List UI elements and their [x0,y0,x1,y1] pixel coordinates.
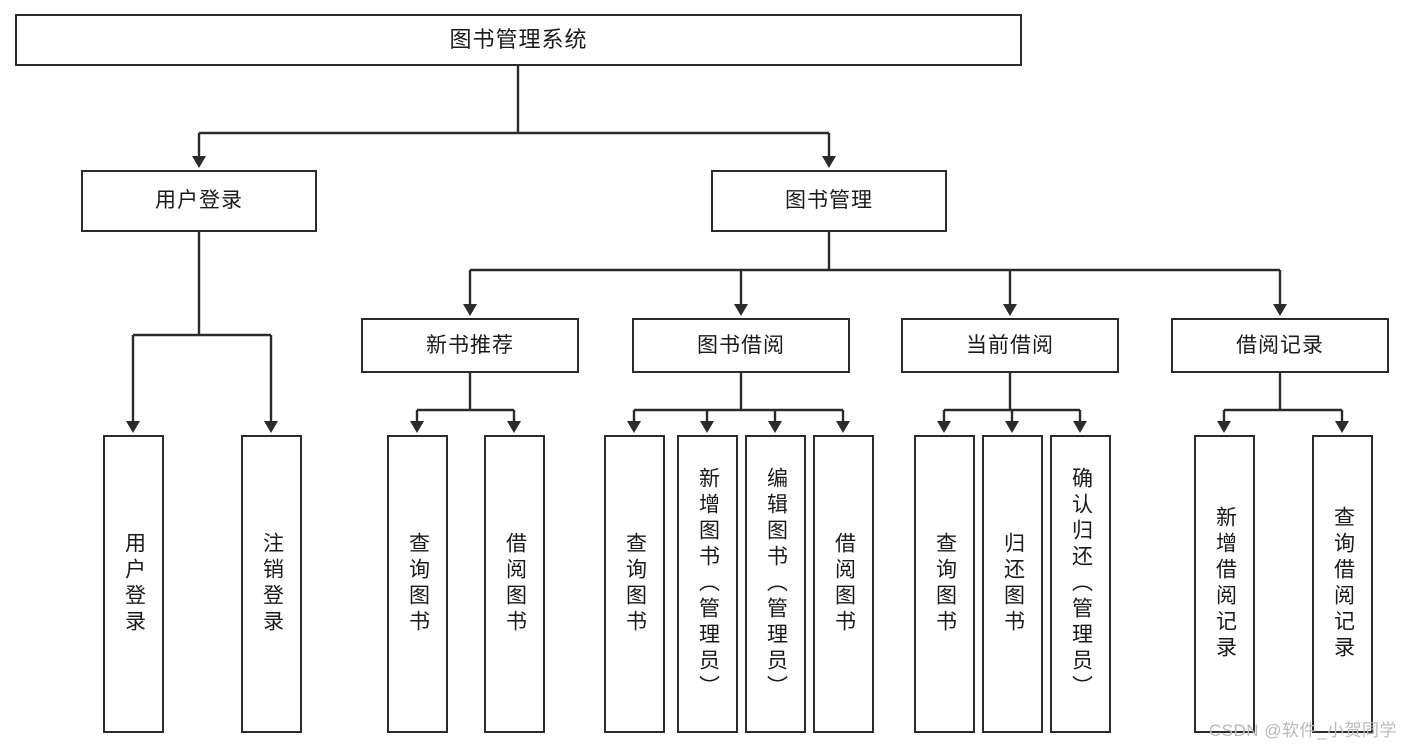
node-new-book-recommend[interactable]: 新书推荐 [361,318,579,373]
node-leaf-user-logout-label: 注销登录 [260,532,284,636]
node-leaf-confirm-return-label: 确认归还（管理员） [1069,467,1093,701]
node-leaf-query-book-3[interactable]: 查询图书 [914,435,975,733]
node-borrow-record-label: 借阅记录 [1236,333,1324,357]
node-book-borrow-label: 图书借阅 [697,333,785,357]
node-leaf-query-record[interactable]: 查询借阅记录 [1312,435,1373,733]
node-leaf-edit-book-label: 编辑图书（管理员） [764,467,788,701]
node-leaf-query-record-label: 查询借阅记录 [1331,506,1355,662]
node-leaf-return-book-label: 归还图书 [1001,532,1025,636]
node-root-label: 图书管理系统 [449,26,588,52]
node-book-manage[interactable]: 图书管理 [711,170,947,232]
node-leaf-add-record[interactable]: 新增借阅记录 [1194,435,1255,733]
node-leaf-borrow-book-2-label: 借阅图书 [832,532,856,636]
node-user-login[interactable]: 用户登录 [81,170,317,232]
node-leaf-confirm-return[interactable]: 确认归还（管理员） [1050,435,1111,733]
node-borrow-record[interactable]: 借阅记录 [1171,318,1389,373]
node-leaf-add-record-label: 新增借阅记录 [1213,506,1237,662]
node-leaf-user-login-label: 用户登录 [122,532,146,636]
node-leaf-query-book-1-label: 查询图书 [406,532,430,636]
node-leaf-query-book-1[interactable]: 查询图书 [387,435,448,733]
csdn-watermark: CSDN @软件_小贺同学 [1208,721,1397,740]
node-book-borrow[interactable]: 图书借阅 [632,318,850,373]
node-current-borrow-label: 当前借阅 [966,333,1054,357]
node-leaf-query-book-3-label: 查询图书 [933,532,957,636]
node-leaf-return-book[interactable]: 归还图书 [982,435,1043,733]
node-leaf-add-book-label: 新增图书（管理员） [696,467,720,701]
node-root[interactable]: 图书管理系统 [15,14,1022,66]
node-new-book-recommend-label: 新书推荐 [426,333,514,357]
node-leaf-borrow-book-1[interactable]: 借阅图书 [484,435,545,733]
node-leaf-user-logout[interactable]: 注销登录 [241,435,302,733]
node-leaf-query-book-2-label: 查询图书 [623,532,647,636]
node-user-login-label: 用户登录 [155,189,243,213]
node-book-manage-label: 图书管理 [785,189,873,213]
node-leaf-add-book[interactable]: 新增图书（管理员） [677,435,738,733]
node-leaf-borrow-book-2[interactable]: 借阅图书 [813,435,874,733]
node-leaf-edit-book[interactable]: 编辑图书（管理员） [745,435,806,733]
node-leaf-borrow-book-1-label: 借阅图书 [503,532,527,636]
node-leaf-user-login[interactable]: 用户登录 [103,435,164,733]
node-leaf-query-book-2[interactable]: 查询图书 [604,435,665,733]
node-current-borrow[interactable]: 当前借阅 [901,318,1119,373]
